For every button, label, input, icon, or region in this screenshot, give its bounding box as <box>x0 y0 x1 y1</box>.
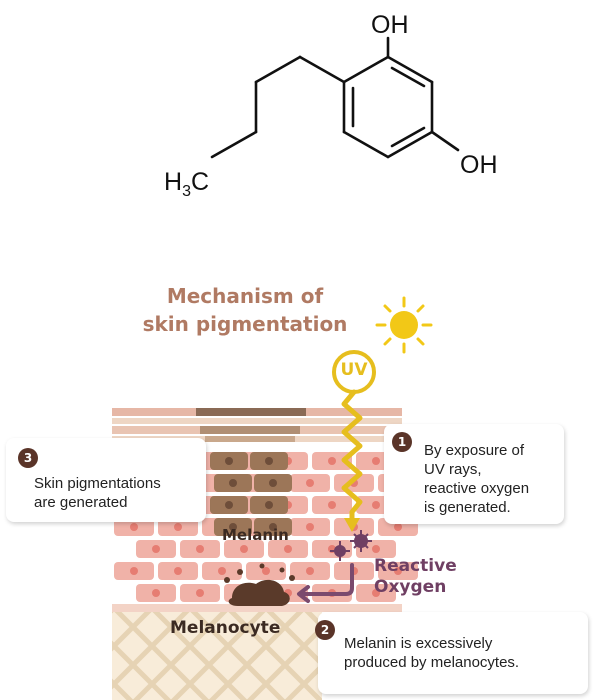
cell-nucleus <box>372 457 380 465</box>
melanin-nucleus <box>265 501 273 509</box>
uv-label: UV <box>340 360 368 380</box>
step-3-text-line1: Skin pigmentations <box>34 475 161 492</box>
cell-nucleus <box>218 567 226 575</box>
double-bond <box>390 66 426 88</box>
reactive-oxygen-label-line2: Oxygen <box>374 577 447 597</box>
melanin-label: Melanin <box>222 526 289 544</box>
reactive-oxygen-arrow <box>297 563 354 603</box>
cell-nucleus <box>372 545 380 553</box>
chain-bond <box>254 55 302 84</box>
ring-bond <box>386 130 434 159</box>
chain-bond <box>298 55 346 84</box>
melanin-nucleus <box>229 479 237 487</box>
cell-nucleus <box>130 567 138 575</box>
cell-nucleus <box>174 567 182 575</box>
step-3-text-line2: are generated <box>34 494 128 511</box>
step-1-text-line1: By exposure of <box>424 442 525 459</box>
cell-nucleus <box>240 545 248 553</box>
step-2-callout <box>318 612 588 694</box>
cell-nucleus <box>306 523 314 531</box>
cell-nucleus <box>284 545 292 553</box>
cell-nucleus <box>174 523 182 531</box>
oh-right-label: OH <box>460 151 498 179</box>
step-1-badge: 1 <box>392 432 412 452</box>
step-3-badge: 3 <box>18 448 38 468</box>
ring-bond <box>386 55 434 84</box>
melanin-nucleus <box>229 523 237 531</box>
melanin-nucleus <box>269 523 277 531</box>
melanin-cell-column <box>210 452 292 536</box>
step-1-text-line3: reactive oxygen <box>424 480 530 497</box>
step-1-text-line2: UV rays, <box>424 461 482 478</box>
ring-bond <box>342 130 390 159</box>
diagram-title-line2: skin pigmentation <box>142 312 348 336</box>
melanin-nucleus <box>269 479 277 487</box>
reactive-oxygen-particles <box>330 530 372 561</box>
cell-nucleus <box>306 479 314 487</box>
melanocyte-cell <box>224 563 295 606</box>
cell-nucleus <box>262 567 270 575</box>
cell-nucleus <box>372 501 380 509</box>
chain-bond <box>210 130 258 159</box>
cell-nucleus <box>196 545 204 553</box>
step-2-text-line1: Melanin is excessively <box>344 635 493 652</box>
cell-nucleus <box>130 523 138 531</box>
cell-nucleus <box>152 589 160 597</box>
cell-nucleus <box>196 589 204 597</box>
step-3-callout <box>6 438 206 522</box>
ring-bond <box>342 55 390 84</box>
step-1-text-line4: is generated. <box>424 499 511 516</box>
dermis-layer <box>112 612 322 700</box>
melanin-nucleus <box>225 501 233 509</box>
cell-nucleus <box>306 567 314 575</box>
reactive-oxygen-label-line1: Reactive <box>374 556 457 576</box>
ch3-label: H3C <box>164 168 209 200</box>
cell-nucleus <box>372 589 380 597</box>
cell-nucleus <box>328 457 336 465</box>
melanin-nucleus <box>225 457 233 465</box>
oh-bond <box>430 130 460 152</box>
epidermis-layers <box>112 408 402 442</box>
diagram-title-line1: Mechanism of <box>166 284 324 308</box>
basal-layer <box>112 604 402 612</box>
cell-nucleus <box>394 567 402 575</box>
double-bond <box>390 126 426 148</box>
butylresorcinol-structure: OH OH H3C <box>164 11 498 200</box>
melanocyte-label: Melanocyte <box>170 618 281 638</box>
cell-nucleus <box>328 501 336 509</box>
melanin-nucleus <box>265 457 273 465</box>
step-1-callout <box>384 424 564 524</box>
oh-top-label: OH <box>371 11 409 39</box>
uv-ray <box>341 389 363 532</box>
cell-nucleus <box>152 545 160 553</box>
cell-nucleus <box>394 523 402 531</box>
step-2-badge: 2 <box>315 620 335 640</box>
sun-icon <box>375 296 433 354</box>
step-2-text-line2: produced by melanocytes. <box>344 654 520 671</box>
